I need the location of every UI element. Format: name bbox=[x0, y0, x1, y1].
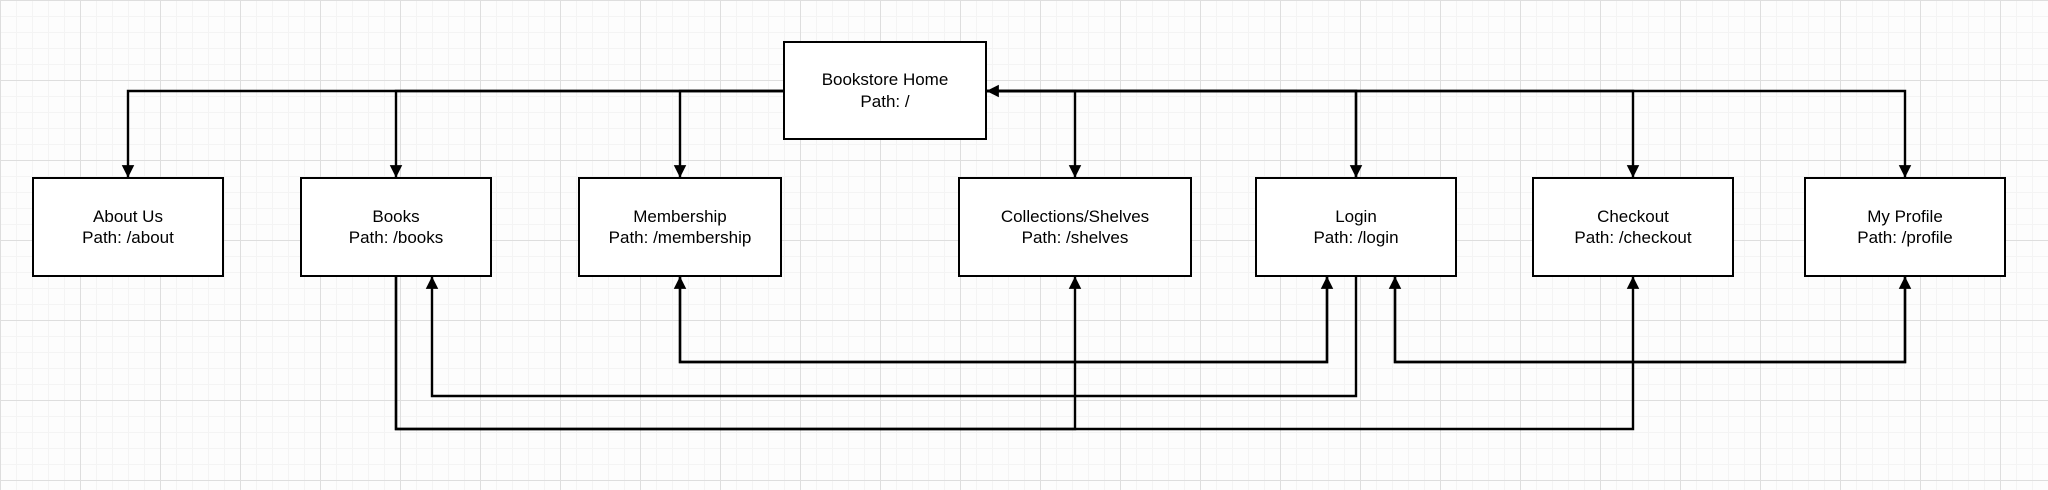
edge-login-membership bbox=[673, 276, 1329, 364]
node-title: Login bbox=[1335, 206, 1377, 226]
edge-login-profile bbox=[1393, 276, 1912, 364]
edge-books-shelves bbox=[394, 276, 1082, 431]
node-path: Path: /membership bbox=[608, 228, 752, 247]
edge-books-checkout bbox=[394, 276, 1640, 431]
edge-home-books bbox=[389, 89, 783, 178]
node-path: Path: /profile bbox=[1857, 228, 1953, 247]
edge-home-checkout bbox=[987, 89, 1640, 178]
node-title: Collections/Shelves bbox=[1000, 206, 1150, 226]
node-path: Path: /books bbox=[348, 228, 444, 247]
edge-home-shelves bbox=[987, 89, 1082, 178]
edge-membership-login bbox=[678, 276, 1334, 364]
node-path: Path: / bbox=[860, 91, 910, 111]
node-title: Membership bbox=[633, 206, 727, 226]
edge-home-about bbox=[121, 89, 783, 178]
node-about[interactable]: About Us Path: /about bbox=[32, 177, 224, 277]
edge-home-login bbox=[987, 89, 1363, 178]
node-title: Checkout bbox=[1597, 206, 1669, 226]
node-path: Path: /login bbox=[1313, 228, 1399, 247]
edge-login-books bbox=[425, 276, 1358, 398]
node-title: My Profile bbox=[1867, 206, 1943, 226]
edge-home-membership bbox=[673, 89, 783, 178]
node-title: Books bbox=[372, 206, 420, 226]
node-title: Bookstore Home bbox=[821, 70, 949, 89]
node-title: About Us bbox=[93, 206, 163, 226]
node-path: Path: /about bbox=[82, 228, 174, 247]
edge-profile-login bbox=[1388, 276, 1907, 364]
node-path: Path: /checkout bbox=[1574, 228, 1692, 247]
edge-home-profile bbox=[987, 89, 1912, 178]
edge-login-home bbox=[986, 84, 1358, 177]
node-path: Path: /shelves bbox=[1021, 228, 1129, 247]
